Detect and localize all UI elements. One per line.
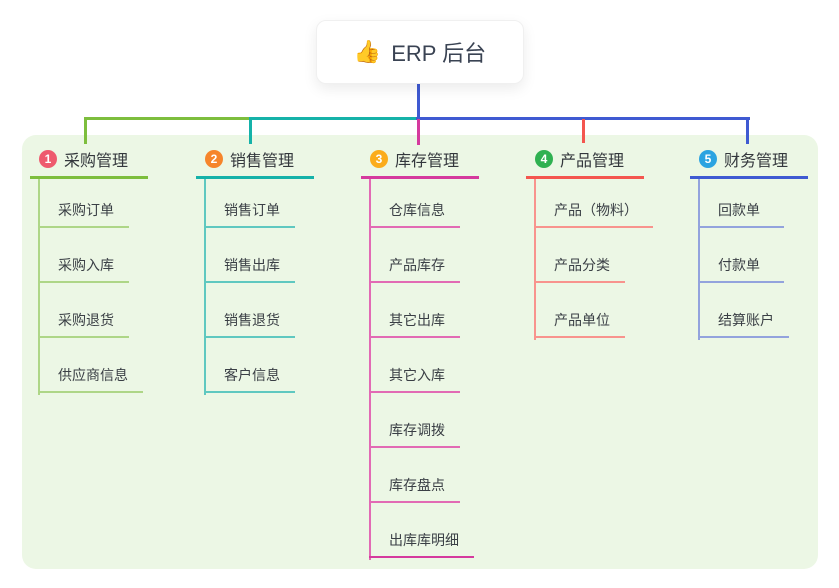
child-node[interactable]: 采购入库 bbox=[38, 251, 129, 283]
branch-header-finance[interactable]: 5 财务管理 bbox=[690, 148, 820, 170]
child-label: 其它出库 bbox=[389, 312, 445, 328]
child-node[interactable]: 仓库信息 bbox=[369, 196, 460, 228]
child-node[interactable]: 产品（物料） bbox=[534, 196, 653, 228]
child-label: 付款单 bbox=[718, 257, 760, 273]
connector-drop-sales bbox=[249, 117, 252, 144]
branch-label: 采购管理 bbox=[64, 153, 129, 170]
connector-bus-purchase bbox=[85, 117, 251, 120]
connector-root-stub bbox=[417, 82, 420, 120]
branch-purchase: 1 采购管理 采购订单 采购入库 采购退货 供应商信息 bbox=[30, 148, 160, 395]
child-label: 客户信息 bbox=[224, 367, 280, 383]
child-node[interactable]: 采购退货 bbox=[38, 306, 129, 338]
branch-finance: 5 财务管理 回款单 付款单 结算账户 bbox=[690, 148, 820, 340]
child-node[interactable]: 销售退货 bbox=[204, 306, 295, 338]
branch-label: 销售管理 bbox=[230, 153, 295, 170]
branch-underline bbox=[30, 176, 148, 179]
branch-number-badge: 2 bbox=[205, 150, 223, 168]
branch-inventory: 3 库存管理 仓库信息 产品库存 其它出库 其它入库 库存调拨 库存盘点 出库库… bbox=[361, 148, 491, 560]
child-node[interactable]: 库存调拨 bbox=[369, 416, 460, 448]
branch-header-product[interactable]: 4 产品管理 bbox=[526, 148, 656, 170]
branch-trunk-line bbox=[369, 179, 371, 560]
branch-trunk-line bbox=[204, 179, 206, 395]
child-label: 采购入库 bbox=[58, 257, 114, 273]
branch-header-sales[interactable]: 2 销售管理 bbox=[196, 148, 326, 170]
child-node[interactable]: 付款单 bbox=[698, 251, 784, 283]
branch-number-badge: 4 bbox=[535, 150, 553, 168]
child-label: 销售退货 bbox=[224, 312, 280, 328]
child-label: 销售出库 bbox=[224, 257, 280, 273]
child-node[interactable]: 产品单位 bbox=[534, 306, 625, 338]
connector-drop-inventory bbox=[417, 119, 420, 145]
root-title: ERP 后台 bbox=[391, 41, 487, 66]
child-node[interactable]: 销售出库 bbox=[204, 251, 295, 283]
child-label: 产品分类 bbox=[554, 257, 610, 273]
child-node[interactable]: 出库库明细 bbox=[369, 526, 474, 558]
connector-drop-product bbox=[582, 119, 585, 143]
child-label: 采购订单 bbox=[58, 202, 114, 218]
child-node[interactable]: 其它出库 bbox=[369, 306, 460, 338]
child-label: 回款单 bbox=[718, 202, 760, 218]
child-label: 采购退货 bbox=[58, 312, 114, 328]
child-node[interactable]: 供应商信息 bbox=[38, 361, 143, 393]
branch-underline bbox=[526, 176, 644, 179]
branch-trunk-line bbox=[698, 179, 700, 340]
child-node[interactable]: 客户信息 bbox=[204, 361, 295, 393]
child-node[interactable]: 采购订单 bbox=[38, 196, 129, 228]
root-node[interactable]: 👍 ERP 后台 bbox=[316, 20, 524, 84]
branch-underline bbox=[690, 176, 808, 179]
branch-underline bbox=[361, 176, 479, 179]
child-node[interactable]: 结算账户 bbox=[698, 306, 789, 338]
child-label: 库存调拨 bbox=[389, 422, 445, 438]
branch-label: 财务管理 bbox=[724, 153, 789, 170]
branch-trunk-line bbox=[38, 179, 40, 395]
connector-bus-sales bbox=[250, 117, 417, 120]
branch-sales: 2 销售管理 销售订单 销售出库 销售退货 客户信息 bbox=[196, 148, 326, 395]
branch-number-badge: 1 bbox=[39, 150, 57, 168]
connector-drop-purchase bbox=[84, 117, 87, 144]
child-label: 仓库信息 bbox=[389, 202, 445, 218]
child-label: 其它入库 bbox=[389, 367, 445, 383]
branch-trunk-line bbox=[534, 179, 536, 340]
child-label: 产品库存 bbox=[389, 257, 445, 273]
branch-label: 产品管理 bbox=[560, 153, 625, 170]
child-label: 产品单位 bbox=[554, 312, 610, 328]
branches-panel bbox=[22, 135, 818, 569]
child-label: 供应商信息 bbox=[58, 367, 128, 383]
branch-header-inventory[interactable]: 3 库存管理 bbox=[361, 148, 491, 170]
child-label: 销售订单 bbox=[224, 202, 280, 218]
child-label: 结算账户 bbox=[718, 312, 774, 328]
branch-number-badge: 5 bbox=[699, 150, 717, 168]
connector-bus-finance bbox=[416, 117, 750, 120]
branch-label: 库存管理 bbox=[395, 153, 460, 170]
child-node[interactable]: 销售订单 bbox=[204, 196, 295, 228]
child-label: 库存盘点 bbox=[389, 477, 445, 493]
child-node[interactable]: 产品库存 bbox=[369, 251, 460, 283]
branch-number-badge: 3 bbox=[370, 150, 388, 168]
child-node[interactable]: 其它入库 bbox=[369, 361, 460, 393]
branch-product: 4 产品管理 产品（物料） 产品分类 产品单位 bbox=[526, 148, 656, 340]
child-label: 产品（物料） bbox=[554, 202, 638, 218]
child-label: 出库库明细 bbox=[389, 532, 459, 548]
child-node[interactable]: 产品分类 bbox=[534, 251, 625, 283]
child-node[interactable]: 回款单 bbox=[698, 196, 784, 228]
thumbs-up-icon: 👍 bbox=[353, 39, 382, 64]
connector-drop-finance bbox=[746, 117, 749, 144]
branch-underline bbox=[196, 176, 314, 179]
child-node[interactable]: 库存盘点 bbox=[369, 471, 460, 503]
branch-header-purchase[interactable]: 1 采购管理 bbox=[30, 148, 160, 170]
